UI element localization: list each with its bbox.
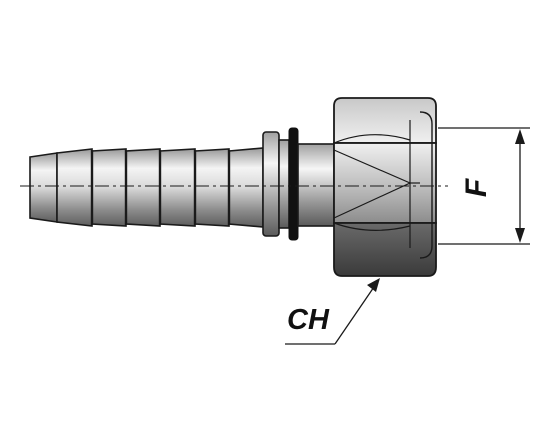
barb-segment <box>228 147 264 228</box>
leader-ch <box>285 278 380 345</box>
barb-segment <box>91 148 127 227</box>
arrow-down <box>515 228 525 243</box>
barb-segment <box>56 148 93 227</box>
barb-segment <box>125 148 161 227</box>
fitting-collar <box>262 131 290 237</box>
fitting-neck <box>297 143 335 227</box>
hex-nut <box>333 97 437 277</box>
hex-size-label-ch: CH <box>287 304 329 336</box>
barb-segment <box>159 148 196 227</box>
arrow-up <box>515 129 525 144</box>
dimension-label-f: F <box>460 178 494 198</box>
dimension-f <box>438 127 530 245</box>
arrow-ch <box>367 278 380 292</box>
hose-barb-tail <box>29 147 264 228</box>
barb-segment <box>29 152 58 223</box>
barb-segment <box>194 148 230 227</box>
o-ring <box>288 127 299 241</box>
